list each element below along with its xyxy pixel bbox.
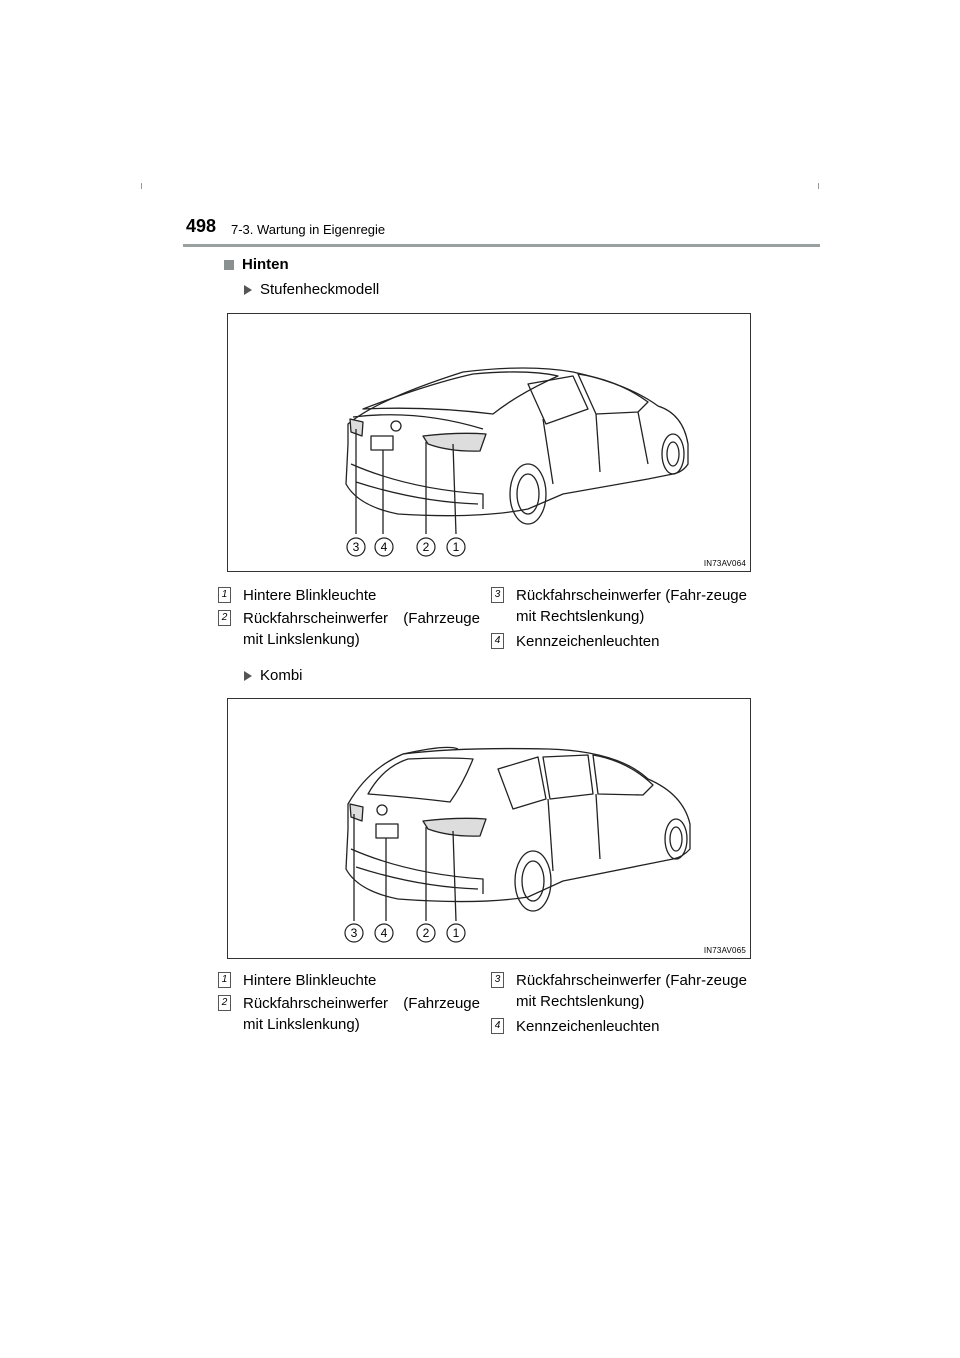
legend-item: 2 Rückfahrscheinwerfer (Fahrzeuge mit Li…: [218, 608, 480, 650]
wagon-illustration: 3 4 2 1: [344, 746, 691, 943]
legend-number: 2: [218, 995, 231, 1011]
legend-item: 3 Rückfahrscheinwerfer (Fahr-zeuge mit R…: [491, 970, 747, 1012]
figure-code: IN73AV065: [703, 946, 746, 955]
heading: Hinten: [224, 256, 289, 273]
figure-wagon: 3 4 2 1 IN73AV065: [227, 698, 751, 959]
legend-number: 3: [491, 587, 504, 603]
legend-number: 3: [491, 972, 504, 988]
section-title: 7-3. Wartung in Eigenregie: [231, 222, 386, 237]
legend-text: Hintere Blinkleuchte: [243, 972, 377, 989]
callout-3: 3: [353, 540, 360, 554]
legend-text: Rückfahrscheinwerfer (Fahrzeuge mit Link…: [243, 995, 480, 1033]
triangle-bullet-icon: [244, 284, 252, 295]
legend-item: 2 Rückfahrscheinwerfer (Fahrzeuge mit Li…: [218, 993, 480, 1035]
legend-item: 1 Hintere Blinkleuchte: [218, 585, 480, 606]
legend-text: Rückfahrscheinwerfer (Fahrzeuge mit Link…: [243, 610, 480, 648]
legend-item: 4 Kennzeichenleuchten: [491, 1016, 747, 1037]
legend-number: 4: [491, 633, 504, 649]
legend-number: 2: [218, 610, 231, 626]
square-bullet-icon: [224, 259, 234, 270]
legend-item: 4 Kennzeichenleuchten: [491, 631, 747, 652]
legend-text: Rückfahrscheinwerfer (Fahr-zeuge mit Rec…: [516, 972, 747, 1010]
figure-sedan: 3 4 2 1 IN73AV064: [227, 313, 751, 572]
callout-1: 1: [453, 926, 460, 940]
legend-number: 1: [218, 587, 231, 603]
triangle-bullet-icon: [244, 670, 252, 681]
callout-1: 1: [453, 540, 460, 554]
crop-mark-left: [141, 183, 142, 189]
legend-item: 3 Rückfahrscheinwerfer (Fahr-zeuge mit R…: [491, 585, 747, 627]
legend-text: Hintere Blinkleuchte: [243, 587, 377, 604]
sedan-illustration: 3 4 2 1: [345, 367, 689, 557]
subheading-sedan-text: Stufenheckmodell: [260, 281, 380, 298]
figure-code: IN73AV064: [703, 559, 746, 568]
callout-4: 4: [381, 926, 388, 940]
header-rule: [183, 244, 820, 247]
legend-item: 1 Hintere Blinkleuchte: [218, 970, 480, 991]
subheading-wagon-text: Kombi: [260, 667, 303, 684]
legend-number: 4: [491, 1018, 504, 1034]
legend-text: Kennzeichenleuchten: [516, 1018, 660, 1035]
subheading-sedan: Stufenheckmodell: [244, 281, 379, 298]
crop-mark-right: [818, 183, 819, 189]
legend-text: Kennzeichenleuchten: [516, 633, 660, 650]
callout-2: 2: [423, 540, 430, 554]
page-number: 498: [186, 216, 217, 236]
heading-text: Hinten: [242, 256, 289, 273]
legend-number: 1: [218, 972, 231, 988]
callout-2: 2: [423, 926, 430, 940]
callout-4: 4: [381, 540, 388, 554]
subheading-wagon: Kombi: [244, 667, 303, 684]
callout-3: 3: [351, 926, 358, 940]
legend-text: Rückfahrscheinwerfer (Fahr-zeuge mit Rec…: [516, 587, 747, 625]
